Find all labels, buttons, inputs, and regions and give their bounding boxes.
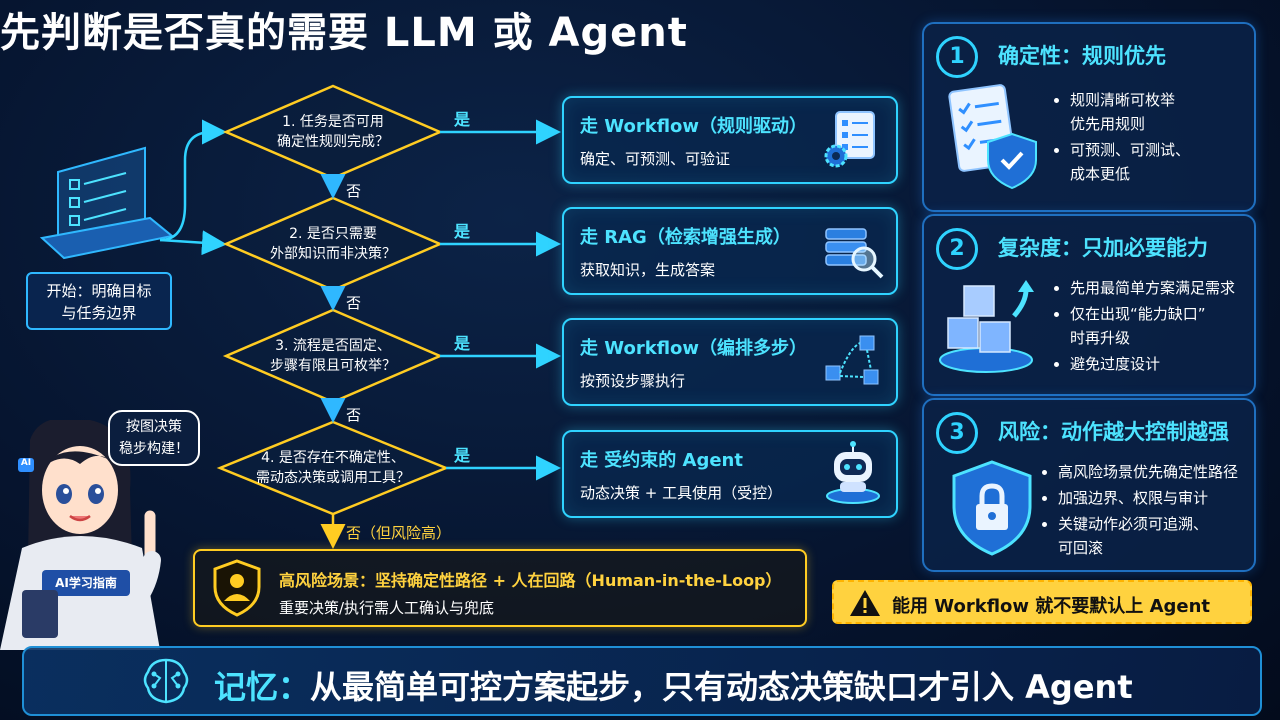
start-label-line2: 与任务边界 bbox=[61, 304, 137, 322]
principle-card-3: 3 风险：动作越大控制越强 高风险场景优先确定性路径 加强边界、权限与审计 关键… bbox=[922, 398, 1256, 572]
outcome-2-title: 走 RAG（检索增强生成） bbox=[580, 227, 791, 248]
card-2-bullet-3: 避免过度设计 bbox=[1070, 352, 1235, 376]
decision-2-line1: 2. 是否只需要 bbox=[289, 226, 377, 242]
risk-title: 高风险场景：坚持确定性路径 + 人在回路（Human-in-the-Loop） bbox=[279, 571, 782, 590]
card-1-bullet-2b: 成本更低 bbox=[1070, 165, 1131, 183]
memory-prefix: 记忆： bbox=[214, 668, 311, 706]
outcome-rag: 走 RAG（检索增强生成） 获取知识，生成答案 bbox=[562, 207, 898, 295]
memory-body: 从最简单可控方案起步，只有动态决策缺口才引入 Agent bbox=[310, 668, 1133, 706]
flow-nodes-icon bbox=[825, 335, 879, 385]
yes-label-4: 是 bbox=[454, 446, 471, 465]
mascot-badge: AI bbox=[20, 458, 32, 468]
decision-3-line1: 3. 流程是否固定、 bbox=[275, 338, 391, 354]
card-2-bullets: 先用最简单方案满足需求 仅在出现“能力缺口” 时再升级 避免过度设计 bbox=[1054, 276, 1235, 378]
yes-label-3: 是 bbox=[454, 334, 471, 353]
card-1-bullet-1: 规则清晰可枚举 bbox=[1070, 88, 1190, 112]
no-label-2: 否 bbox=[346, 294, 362, 312]
outcome-constrained-agent: 走 受约束的 Agent 动态决策 + 工具使用（受控） bbox=[562, 430, 898, 518]
outcome-2-desc: 获取知识，生成答案 bbox=[580, 261, 716, 279]
bubble-line2: 稳步构建！ bbox=[119, 441, 189, 457]
decision-4-line1: 4. 是否存在不确定性、 bbox=[261, 450, 405, 466]
yes-label-1: 是 bbox=[454, 110, 471, 129]
shield-lock-icon bbox=[952, 460, 1032, 556]
start-monitor-icon bbox=[39, 146, 175, 260]
memory-banner: 记忆：从最简单可控方案起步，只有动态决策缺口才引入 Agent bbox=[22, 646, 1262, 716]
mascot-illustration bbox=[0, 420, 161, 650]
high-risk-box: 高风险场景：坚持确定性路径 + 人在回路（Human-in-the-Loop） … bbox=[193, 549, 807, 627]
principle-card-1: 1 确定性：规则优先 规则清晰可枚举 优先用规则 可预测、可测试、 成本更低 bbox=[922, 22, 1256, 212]
shield-user-icon bbox=[213, 559, 261, 617]
bubble-line1: 按图决策 bbox=[126, 419, 182, 435]
card-1-number: 1 bbox=[936, 36, 978, 78]
card-3-bullet-3b: 可回滚 bbox=[1058, 539, 1104, 557]
outcome-4-title: 走 受约束的 Agent bbox=[580, 450, 743, 471]
card-1-bullet-2: 可预测、可测试、 bbox=[1070, 138, 1190, 162]
decision-2-text: 2. 是否只需要 外部知识而非决策？ bbox=[233, 224, 433, 264]
mascot-badge-bg bbox=[18, 458, 34, 472]
risk-desc: 重要决策/执行需人工确认与兜底 bbox=[279, 599, 495, 617]
card-1-title: 确定性：规则优先 bbox=[998, 44, 1166, 68]
card-3-title: 风险：动作越大控制越强 bbox=[998, 420, 1229, 444]
card-3-number: 3 bbox=[936, 412, 978, 454]
cubes-icon bbox=[939, 280, 1034, 373]
memory-text: 记忆：从最简单可控方案起步，只有动态决策缺口才引入 Agent bbox=[214, 662, 1133, 708]
decision-1-line1: 1. 任务是否可用 bbox=[282, 114, 384, 130]
outcome-workflow-orchestration: 走 Workflow（编排多步） 按预设步骤执行 bbox=[562, 318, 898, 406]
card-1-bullet-1b: 优先用规则 bbox=[1070, 115, 1146, 133]
decision-3-line2: 步骤有限且可枚举？ bbox=[270, 358, 396, 374]
card-3-bullet-2: 加强边界、权限与审计 bbox=[1058, 486, 1238, 510]
card-2-bullet-1: 先用最简单方案满足需求 bbox=[1070, 276, 1235, 300]
decision-4-line2: 需动态决策或调用工具？ bbox=[256, 470, 410, 486]
card-3-bullets: 高风险场景优先确定性路径 加强边界、权限与审计 关键动作必须可追溯、 可回滚 bbox=[1042, 460, 1238, 562]
robot-icon bbox=[826, 441, 880, 504]
page-title: 先判断是否真的需要 LLM 或 Agent bbox=[0, 10, 688, 56]
decision-1-line2: 确定性规则完成？ bbox=[277, 134, 389, 150]
checklist-shield-icon bbox=[948, 84, 1037, 190]
outcome-3-desc: 按预设步骤执行 bbox=[580, 372, 686, 390]
database-search-icon bbox=[825, 228, 884, 279]
checklist-gear-icon bbox=[824, 111, 875, 168]
outcome-1-title: 走 Workflow（规则驱动） bbox=[580, 116, 808, 137]
start-label-line1: 开始：明确目标 bbox=[46, 282, 152, 300]
no-label-1: 否 bbox=[346, 182, 362, 200]
card-3-bullet-1: 高风险场景优先确定性路径 bbox=[1058, 460, 1238, 484]
mascot-speech-bubble: 按图决策 稳步构建！ bbox=[108, 410, 200, 466]
decision-3-text: 3. 流程是否固定、 步骤有限且可枚举？ bbox=[233, 336, 433, 376]
start-node: 开始：明确目标 与任务边界 bbox=[26, 272, 172, 330]
yes-label-2: 是 bbox=[454, 222, 471, 241]
card-2-bullet-2: 仅在出现“能力缺口” bbox=[1070, 302, 1235, 326]
decision-1-text: 1. 任务是否可用 确定性规则完成？ bbox=[233, 112, 433, 152]
outcome-4-desc: 动态决策 + 工具使用（受控） bbox=[580, 484, 783, 502]
outcome-workflow-rules: 走 Workflow（规则驱动） 确定、可预测、可验证 bbox=[562, 96, 898, 184]
card-3-bullet-3: 关键动作必须可追溯、 bbox=[1058, 512, 1238, 536]
no-label-3: 否 bbox=[346, 406, 362, 424]
warning-banner: 能用 Workflow 就不要默认上 Agent bbox=[832, 580, 1252, 624]
outcome-1-desc: 确定、可预测、可验证 bbox=[580, 150, 731, 168]
decision-2-line2: 外部知识而非决策？ bbox=[270, 246, 396, 262]
card-2-bullet-2b: 时再升级 bbox=[1070, 329, 1131, 347]
outcome-3-title: 走 Workflow（编排多步） bbox=[580, 338, 808, 359]
mascot-shirt-text: AI学习指南 bbox=[55, 576, 117, 590]
card-1-bullets: 规则清晰可枚举 优先用规则 可预测、可测试、 成本更低 bbox=[1054, 88, 1190, 188]
brain-circuit-icon bbox=[143, 658, 189, 704]
decision-4-text: 4. 是否存在不确定性、 需动态决策或调用工具？ bbox=[233, 448, 433, 488]
no-label-4: 否（但风险高） bbox=[346, 524, 452, 542]
card-2-title: 复杂度：只加必要能力 bbox=[998, 236, 1208, 260]
principle-card-2: 2 复杂度：只加必要能力 先用最简单方案满足需求 仅在出现“能力缺口” 时再升级… bbox=[922, 214, 1256, 396]
card-2-number: 2 bbox=[936, 228, 978, 270]
warning-icon bbox=[850, 590, 880, 616]
warning-text: 能用 Workflow 就不要默认上 Agent bbox=[892, 596, 1211, 617]
